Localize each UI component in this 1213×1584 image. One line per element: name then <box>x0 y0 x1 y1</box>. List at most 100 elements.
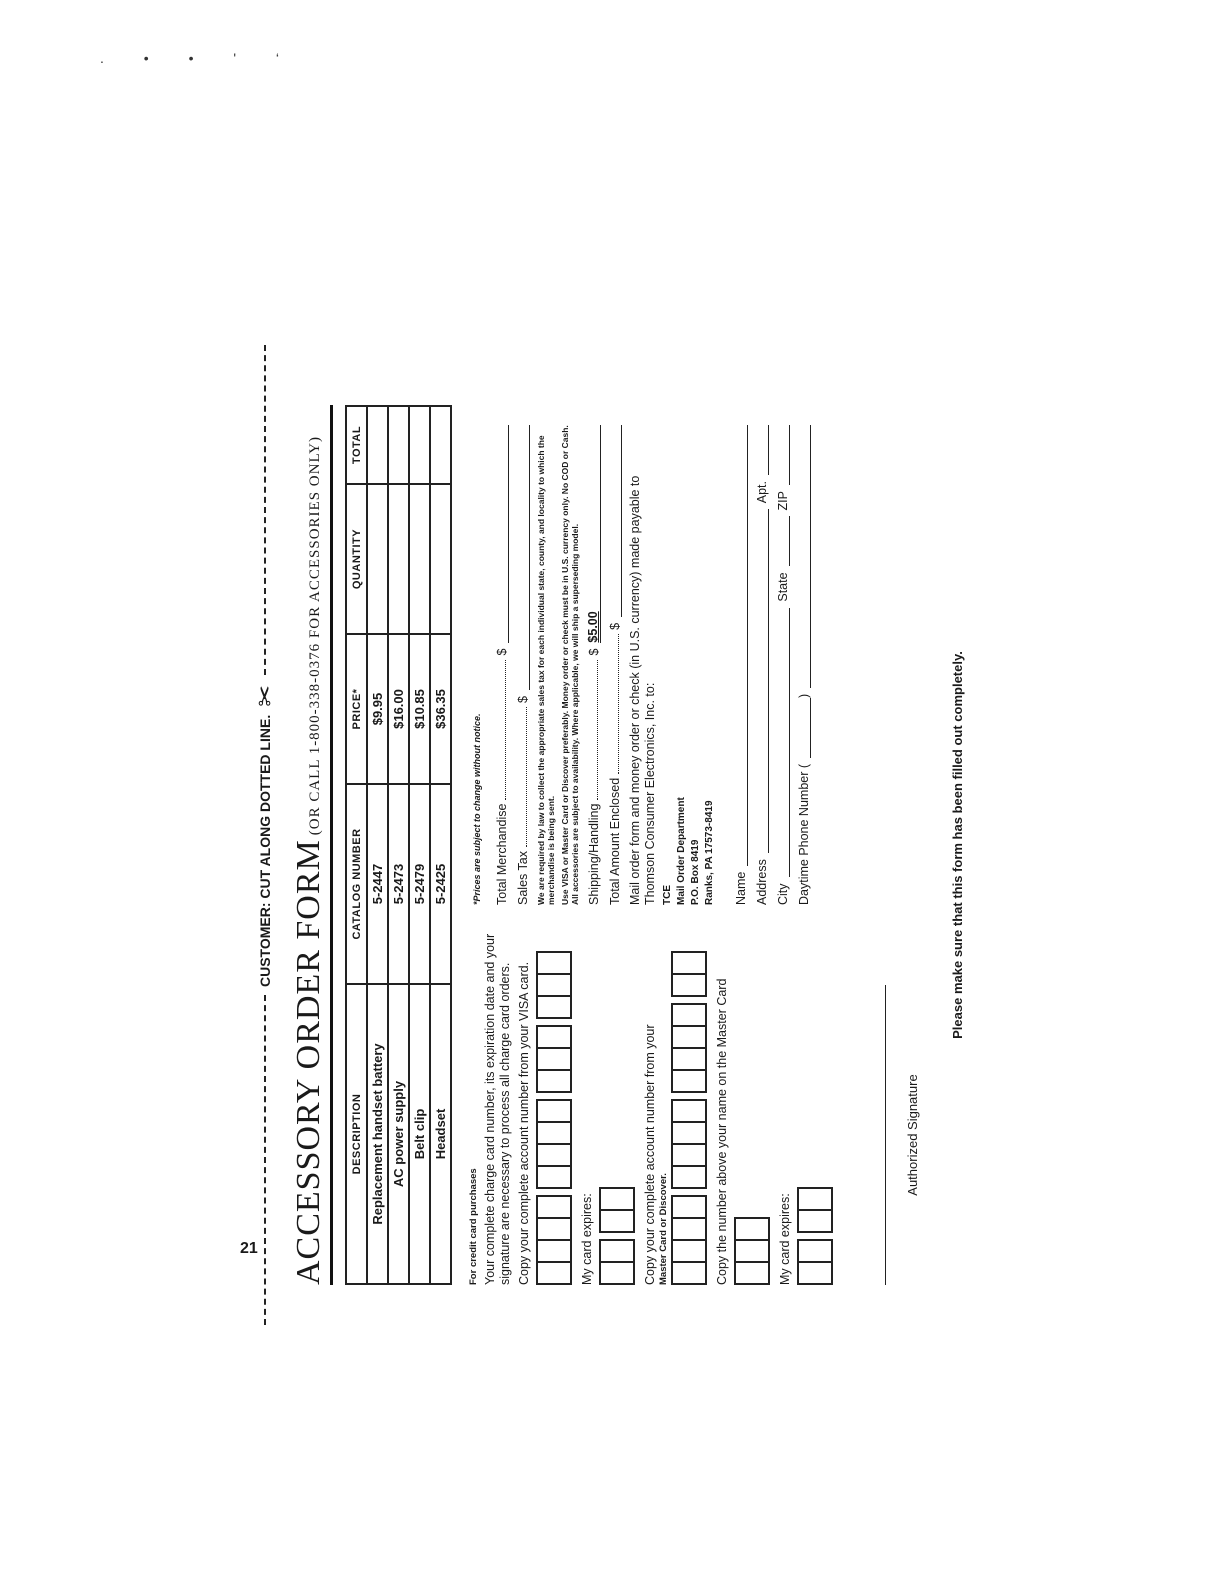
digit-box[interactable] <box>599 1261 635 1285</box>
scissors-icon: ✂ <box>249 684 280 707</box>
digit-box[interactable] <box>671 1047 707 1071</box>
cell-quantity[interactable] <box>367 484 388 634</box>
price-note: *Prices are subject to change without no… <box>472 713 482 905</box>
digit-box[interactable] <box>671 1121 707 1145</box>
digit-box[interactable] <box>797 1209 833 1233</box>
digit-box[interactable] <box>536 1195 572 1219</box>
digit-box[interactable] <box>797 1187 833 1211</box>
col-description: DESCRIPTION <box>346 984 367 1284</box>
col-total: TOTAL <box>346 406 367 484</box>
digit-box[interactable] <box>671 1165 707 1189</box>
cell-description: Belt clip <box>409 984 430 1284</box>
area-code-field[interactable] <box>796 697 811 758</box>
digit-box[interactable] <box>536 1069 572 1093</box>
digit-box[interactable] <box>734 1239 770 1263</box>
digit-box[interactable] <box>671 1025 707 1049</box>
digit-box[interactable] <box>797 1261 833 1285</box>
digit-box[interactable] <box>599 1209 635 1233</box>
total-merchandise-field[interactable] <box>494 425 509 643</box>
digit-box[interactable] <box>536 1239 572 1263</box>
mail-address-line: Mail Order Department <box>676 797 687 905</box>
total-merchandise-row: Total Merchandise $ <box>494 425 509 905</box>
digit-box[interactable] <box>797 1239 833 1263</box>
cell-quantity[interactable] <box>430 484 451 634</box>
address-field[interactable] <box>754 509 769 854</box>
digit-box[interactable] <box>599 1239 635 1263</box>
apt-field[interactable] <box>754 425 769 475</box>
cell-quantity[interactable] <box>388 484 409 634</box>
cell-total[interactable] <box>367 406 388 484</box>
mail-address-line: P.O. Box 8419 <box>690 839 701 905</box>
city-field[interactable] <box>775 607 790 878</box>
table-row: Replacement handset battery 5-2447 $9.95 <box>367 406 388 1284</box>
signature-label: Authorized Signature <box>905 1074 920 1196</box>
zip-label: ZIP <box>776 491 790 511</box>
accessory-table: DESCRIPTION CATALOG NUMBER PRICE* QUANTI… <box>345 405 452 1285</box>
cell-total[interactable] <box>430 406 451 484</box>
cell-price: $10.85 <box>409 634 430 784</box>
shipping-label: Shipping/Handling <box>587 803 601 905</box>
cell-description: Headset <box>430 984 451 1284</box>
city-label: City <box>776 883 790 905</box>
digit-box[interactable] <box>536 1099 572 1123</box>
digit-box[interactable] <box>734 1261 770 1285</box>
digit-box[interactable] <box>536 1025 572 1049</box>
page-number: 21 <box>240 1240 258 1257</box>
digit-box[interactable] <box>671 1261 707 1285</box>
cell-quantity[interactable] <box>409 484 430 634</box>
digit-box[interactable] <box>734 1217 770 1241</box>
digit-box[interactable] <box>671 1239 707 1263</box>
digit-box[interactable] <box>671 973 707 997</box>
digit-box[interactable] <box>536 973 572 997</box>
address-row: Address Apt. <box>754 425 769 905</box>
name-row: Name <box>733 425 748 905</box>
digit-box[interactable] <box>671 1217 707 1241</box>
digit-box[interactable] <box>671 1069 707 1093</box>
digit-box[interactable] <box>671 1003 707 1027</box>
address-label: Address <box>755 859 769 905</box>
dashed-line-right <box>264 344 266 675</box>
total-enclosed-row: Total Amount Enclosed $ <box>607 425 622 905</box>
state-field[interactable] <box>775 516 790 567</box>
signature-line[interactable] <box>885 985 886 1285</box>
cell-price: $9.95 <box>367 634 388 784</box>
table-row: AC power supply 5-2473 $16.00 <box>388 406 409 1284</box>
phone-row: Daytime Phone Number ( ) <box>796 425 811 905</box>
digit-box[interactable] <box>536 1165 572 1189</box>
rotated-form: CUSTOMER: CUT ALONG DOTTED LINE. ✂ ACCES… <box>249 344 965 1325</box>
total-enclosed-field[interactable] <box>607 425 622 617</box>
cell-price: $16.00 <box>388 634 409 784</box>
digit-box[interactable] <box>536 951 572 975</box>
digit-box[interactable] <box>536 1047 572 1071</box>
digit-box[interactable] <box>671 1099 707 1123</box>
col-catalog: CATALOG NUMBER <box>346 784 367 984</box>
phone-field[interactable] <box>796 425 811 688</box>
dashed-line-left <box>264 995 266 1325</box>
digit-box[interactable] <box>671 951 707 975</box>
mc-name-label: Copy the number above your name on the M… <box>715 978 729 1285</box>
cut-line: CUSTOMER: CUT ALONG DOTTED LINE. ✂ <box>249 344 280 1325</box>
cell-total[interactable] <box>409 406 430 484</box>
digit-box[interactable] <box>599 1187 635 1211</box>
name-field[interactable] <box>733 425 748 866</box>
table-row: Belt clip 5-2479 $10.85 <box>409 406 430 1284</box>
credit-heading: For credit card purchases <box>468 1168 479 1285</box>
total-enclosed-label: Total Amount Enclosed <box>608 777 622 905</box>
digit-box[interactable] <box>671 1143 707 1167</box>
digit-box[interactable] <box>536 1143 572 1167</box>
sales-tax-row: Sales Tax $ <box>515 425 530 905</box>
mail-address-line: TCE <box>662 885 673 905</box>
form-title: ACCESSORY ORDER FORM (OR CALL 1-800-338-… <box>290 405 333 1285</box>
digit-box[interactable] <box>536 1121 572 1145</box>
digit-box[interactable] <box>671 1195 707 1219</box>
sales-tax-field[interactable] <box>515 425 530 691</box>
table-row: Headset 5-2425 $36.35 <box>430 406 451 1284</box>
cell-total[interactable] <box>388 406 409 484</box>
zip-field[interactable] <box>775 425 790 485</box>
state-label: State <box>776 572 790 602</box>
digit-box[interactable] <box>536 995 572 1019</box>
sales-tax-label: Sales Tax <box>516 851 530 905</box>
digit-box[interactable] <box>536 1217 572 1241</box>
digit-box[interactable] <box>536 1261 572 1285</box>
totals-section: Total Merchandise $ Sales Tax $ We are r… <box>488 425 817 905</box>
